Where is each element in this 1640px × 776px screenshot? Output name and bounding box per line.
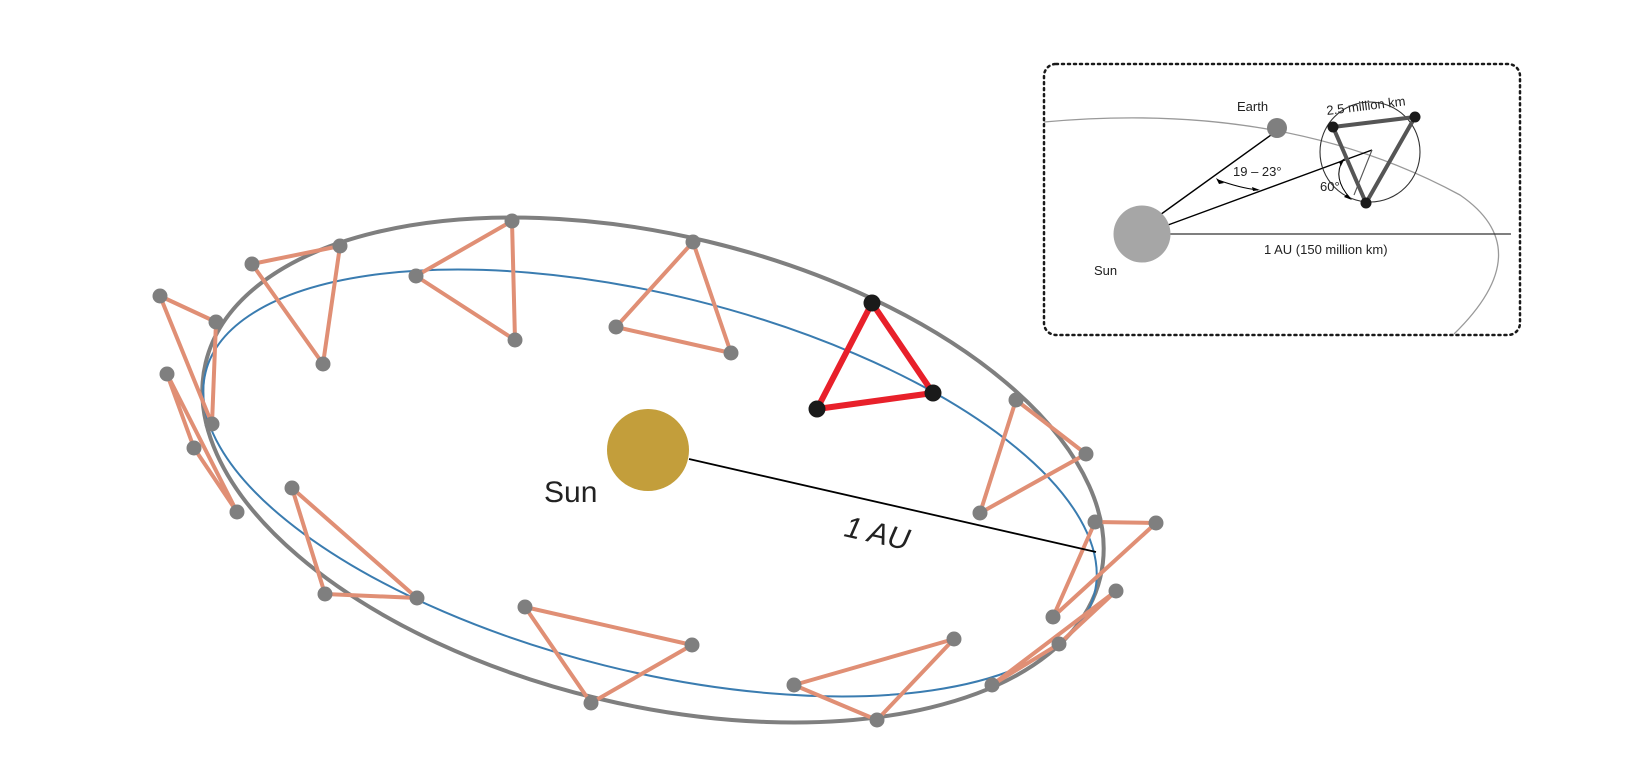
spacecraft-node (1148, 515, 1164, 531)
spacecraft-orbit (202, 268, 1098, 698)
spacecraft-node (284, 480, 300, 496)
past-spacecraft-nodes (152, 213, 1164, 728)
constellation-6 (290, 486, 419, 600)
inset-sun-label: Sun (1094, 263, 1117, 278)
spacecraft-node (946, 631, 962, 647)
au-label: 1 AU (841, 511, 912, 557)
constellation-2 (165, 372, 239, 514)
spacecraft-node (1045, 609, 1061, 625)
inset-arrowhead (1216, 178, 1224, 184)
inset-trailing-angle-label: 19 – 23° (1233, 164, 1282, 179)
spacecraft-node (684, 637, 700, 653)
spacecraft-node (972, 505, 988, 521)
inset-constellation-edge (1353, 149, 1373, 196)
spacecraft-node (984, 677, 1000, 693)
inset-arrowhead (1339, 158, 1345, 166)
constellation-7 (523, 605, 694, 705)
inset-sun (1113, 205, 1171, 263)
constellation-11 (978, 398, 1088, 515)
spacecraft-node (1108, 583, 1124, 599)
spacecraft-node (1008, 392, 1024, 408)
spacecraft-node (869, 712, 885, 728)
constellation-3 (250, 244, 342, 366)
spacecraft-node (332, 238, 348, 254)
spacecraft-node (204, 416, 220, 432)
inset-frame (1042, 62, 1522, 337)
inset-spacecraft-node (1327, 121, 1339, 133)
spacecraft-node (315, 356, 331, 372)
current-constellation-triangle (814, 300, 936, 412)
spacecraft-node (229, 504, 245, 520)
constellation-1 (158, 294, 218, 426)
constellation-10 (1051, 520, 1158, 619)
spacecraft-node (317, 586, 333, 602)
inset-arm-length-label: 2.5 million km (1326, 93, 1407, 118)
spacecraft-node (244, 256, 260, 272)
inset-sun-constellation-line (1167, 149, 1373, 226)
inset-spacecraft-node (1360, 197, 1372, 209)
inset-arrowhead (1252, 187, 1260, 191)
inset-arrowhead (1344, 194, 1352, 200)
inset-earth-label: Earth (1237, 99, 1268, 114)
spacecraft-node (608, 319, 624, 335)
spacecraft-node (583, 695, 599, 711)
spacecraft-node (208, 314, 224, 330)
spacecraft-node (685, 234, 701, 250)
inset-earth (1267, 118, 1287, 138)
current-constellation (808, 294, 942, 418)
spacecraft-node (507, 332, 523, 348)
spacecraft-node (504, 213, 520, 229)
constellation-5 (614, 240, 733, 355)
spacecraft-node (152, 288, 168, 304)
inset-constellation-triangle (1331, 115, 1417, 205)
current-spacecraft-node (808, 400, 826, 418)
spacecraft-node (186, 440, 202, 456)
inset-spacecraft-node (1409, 111, 1421, 123)
spacecraft-node (1051, 636, 1067, 652)
au-radius-line (688, 458, 1097, 553)
inset-au-label: 1 AU (150 million km) (1264, 242, 1388, 257)
spacecraft-node (1087, 514, 1103, 530)
main-orbit-figure: Sun 1 AU (152, 213, 1164, 728)
spacecraft-node (723, 345, 739, 361)
inset-earth-orbit (1043, 117, 1500, 335)
inset-tilt-angle-label: 60° (1320, 179, 1340, 194)
constellation-4 (414, 219, 517, 342)
sun-label: Sun (544, 476, 597, 509)
spacecraft-node (1078, 446, 1094, 462)
spacecraft-node (159, 366, 175, 382)
inset-trailing-angle-arc (1217, 179, 1259, 191)
inset-sun-earth-line (1145, 129, 1279, 226)
spacecraft-node (786, 677, 802, 693)
inset-diagram: Earth Sun 2.5 million km 19 – 23° 60° 1 … (1042, 62, 1522, 337)
spacecraft-node (517, 599, 533, 615)
past-constellations (158, 219, 1158, 722)
sun (607, 409, 689, 491)
constellation-8 (792, 637, 956, 722)
constellation-9 (990, 589, 1118, 687)
spacecraft-node (409, 590, 425, 606)
current-spacecraft-node (863, 294, 881, 312)
spacecraft-node (408, 268, 424, 284)
current-spacecraft-node (924, 384, 942, 402)
